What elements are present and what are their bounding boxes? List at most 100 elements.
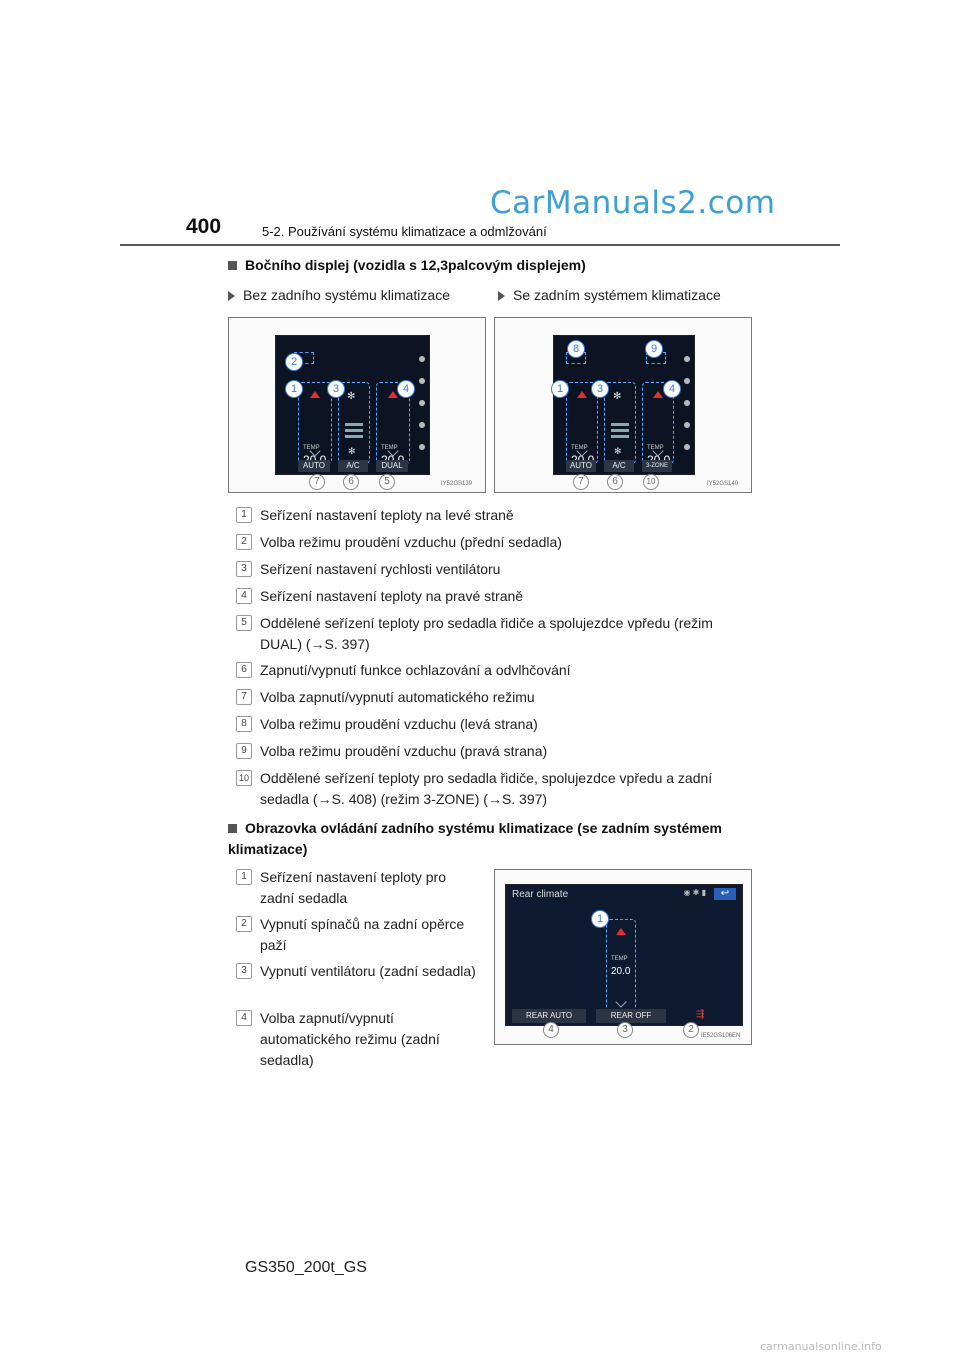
page-number: 400 xyxy=(186,215,222,238)
callout-badge-bottom: 3 xyxy=(617,1022,633,1038)
auto-button[interactable]: AUTO xyxy=(298,460,330,472)
temp-up-icon[interactable] xyxy=(616,928,626,935)
chapter-title: 5-2. Používání systému klimatizace a odm… xyxy=(262,224,547,239)
side-icon xyxy=(684,422,690,428)
side-icon xyxy=(684,400,690,406)
side-icon xyxy=(419,444,425,450)
callout-badge-bottom: 10 xyxy=(643,474,659,490)
auto-button[interactable]: AUTO xyxy=(566,460,596,472)
temp-label: TEMP xyxy=(381,445,398,451)
left-climate-screen: TEMP 20.0 ✻ ✻ TEMP 20.0 AUTO A/C DUAL xyxy=(275,335,430,475)
callout-badge: 3 xyxy=(327,380,345,398)
temp-label: TEMP xyxy=(303,445,320,451)
item-number: 3 xyxy=(236,561,252,577)
temp-label: TEMP xyxy=(571,445,588,451)
item-number: 2 xyxy=(236,916,252,932)
section2-title: Obrazovka ovládání zadního systému klima… xyxy=(228,820,722,857)
rear-climate-figure: Rear climate ↩ ◉ ✱ ▮ TEMP 20.0 REAR AUTO… xyxy=(494,869,752,1045)
list-item: Zapnutí/vypnutí funkce ochlazování a odv… xyxy=(260,662,571,678)
temp-down-icon[interactable] xyxy=(615,996,627,1008)
list-item: Volba režimu proudění vzduchu (levá stra… xyxy=(260,716,538,732)
status-icons: ◉ ✱ ▮ xyxy=(683,888,706,897)
figure-code: IY52GS139 xyxy=(441,481,473,487)
callout-badge-bottom: 4 xyxy=(543,1022,559,1038)
fan-bar xyxy=(345,429,363,432)
list-item: Volba zapnutí/vypnutí automatického reži… xyxy=(260,1010,440,1068)
item-number: 4 xyxy=(236,1010,252,1026)
temp-up-icon[interactable] xyxy=(577,391,587,398)
fan-icon: ✻ xyxy=(613,391,622,402)
side-icon xyxy=(419,400,425,406)
figure-code: IY52GS140 xyxy=(707,481,739,487)
fan-bar xyxy=(345,423,363,426)
item-number: 3 xyxy=(236,963,252,979)
temp-up-icon[interactable] xyxy=(653,391,663,398)
list-item: Seřízení nastavení teploty na pravé stra… xyxy=(260,588,524,604)
fan-icon: ✻ xyxy=(347,391,356,402)
rear-temp-value: 20.0 xyxy=(611,966,631,977)
section1-title: Bočního displej (vozidla s 12,3palcovým … xyxy=(228,257,586,273)
watermark-bottom: carmanualsonline.info xyxy=(760,1340,882,1353)
rear-temp-column[interactable]: TEMP 20.0 xyxy=(606,919,636,1015)
side-icon xyxy=(684,378,690,384)
side-icon xyxy=(684,356,690,362)
watermark-top: CarManuals2.com xyxy=(490,185,776,221)
callout-badge: 1 xyxy=(591,910,609,928)
list-item: Oddělené seřízení teploty pro sedadla ři… xyxy=(260,615,713,652)
left-temp-column[interactable]: TEMP 20.0 xyxy=(298,382,332,467)
callout-badge: 4 xyxy=(397,380,415,398)
figure-code: IE52GS106EN xyxy=(701,1033,741,1039)
list-item: Volba režimu proudění vzduchu (přední se… xyxy=(260,534,562,550)
fan-bar xyxy=(345,435,363,438)
fan-small-icon: ✻ xyxy=(348,446,356,456)
callout-badge: 4 xyxy=(663,380,681,398)
callout-badge: 1 xyxy=(285,380,303,398)
temp-up-icon[interactable] xyxy=(388,391,398,398)
triangle-bullet-icon xyxy=(498,291,505,302)
item-number: 4 xyxy=(236,588,252,604)
list-item: Seřízení nastavení rychlosti ventilátoru xyxy=(260,561,501,577)
armrest-switch-icon[interactable]: ⇶ xyxy=(696,1009,705,1020)
list-item: Vypnutí spínačů na zadní opěrce paží xyxy=(260,916,465,953)
ac-button[interactable]: A/C xyxy=(604,460,634,472)
dual-button[interactable]: DUAL xyxy=(376,460,408,472)
temp-label: TEMP xyxy=(647,445,664,451)
item-number: 8 xyxy=(236,716,252,732)
back-button[interactable]: ↩ xyxy=(714,888,736,900)
section-bullet-icon xyxy=(228,824,237,833)
fan-bar xyxy=(611,423,629,426)
rear-off-button[interactable]: REAR OFF xyxy=(596,1009,666,1023)
three-zone-button[interactable]: 3-ZONE xyxy=(642,460,672,472)
callout-badge-bottom: 7 xyxy=(573,474,589,490)
left-caption: Bez zadního systému klimatizace xyxy=(228,287,450,303)
right-figure: TEMP 20.0 ✻ ✻ TEMP 20.0 AUTO A/C 3-ZONE … xyxy=(494,317,752,493)
ac-button[interactable]: A/C xyxy=(338,460,368,472)
item-number: 6 xyxy=(236,662,252,678)
section-bullet-icon xyxy=(228,261,237,270)
fan-small-icon: ✻ xyxy=(614,446,622,456)
right-caption: Se zadním systémem klimatizace xyxy=(498,287,721,303)
item-number: 1 xyxy=(236,507,252,523)
list-item: Oddělené seřízení teploty pro sedadla ři… xyxy=(260,770,713,807)
side-icon xyxy=(419,422,425,428)
temp-up-icon[interactable] xyxy=(310,391,320,398)
callout-badge: 2 xyxy=(285,353,303,371)
item-number: 10 xyxy=(236,770,252,786)
item-number: 5 xyxy=(236,615,252,631)
callout-badge: 8 xyxy=(567,340,585,358)
rear-climate-title: Rear climate xyxy=(512,889,569,900)
fan-bar xyxy=(611,435,629,438)
item-number: 2 xyxy=(236,534,252,550)
callout-badge-bottom: 2 xyxy=(683,1022,699,1038)
list-item: Vypnutí ventilátoru (zadní sedadla) xyxy=(260,963,476,979)
footer-model-code: GS350_200t_GS xyxy=(245,1259,367,1276)
fan-speed-column[interactable]: ✻ ✻ xyxy=(604,382,636,464)
callout-badge-bottom: 7 xyxy=(309,474,325,490)
callout-badge: 3 xyxy=(591,380,609,398)
header-rule xyxy=(120,244,840,246)
callout-badge-bottom: 6 xyxy=(607,474,623,490)
left-figure: TEMP 20.0 ✻ ✻ TEMP 20.0 AUTO A/C DUAL 2 … xyxy=(228,317,486,493)
right-climate-screen: TEMP 20.0 ✻ ✻ TEMP 20.0 AUTO A/C 3-ZONE xyxy=(553,335,695,475)
side-icon xyxy=(684,444,690,450)
rear-auto-button[interactable]: REAR AUTO xyxy=(512,1009,586,1023)
